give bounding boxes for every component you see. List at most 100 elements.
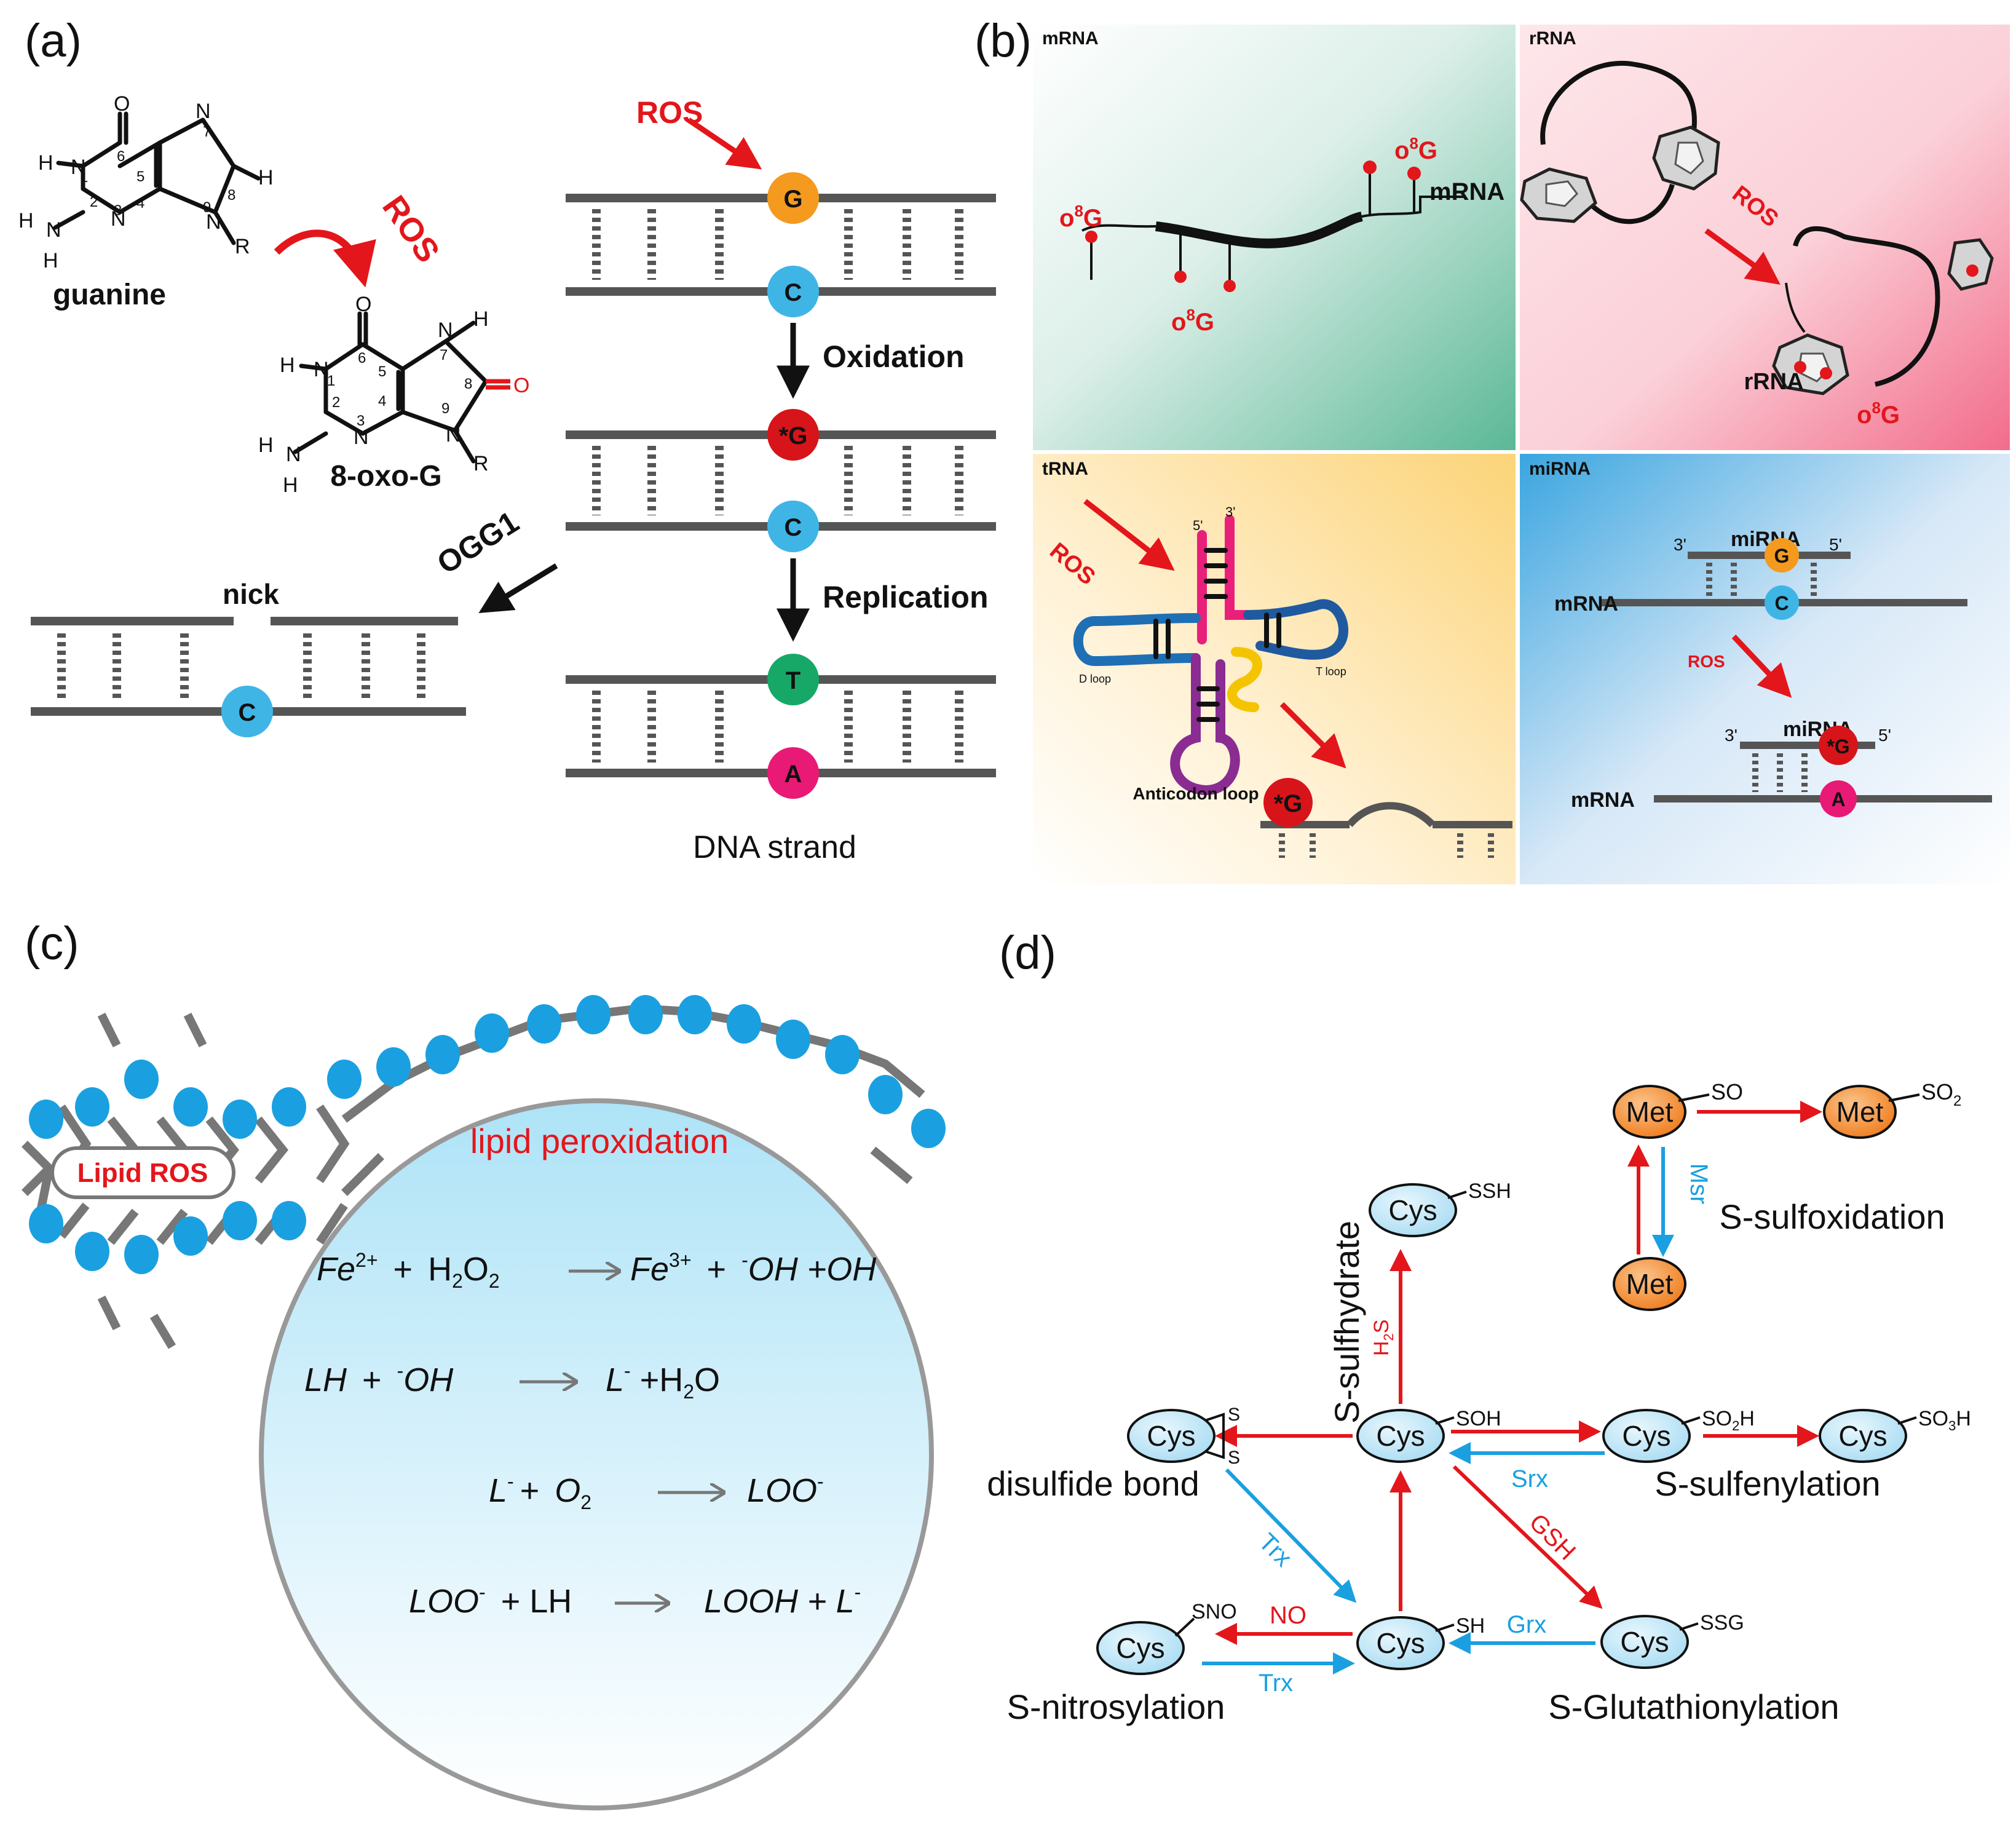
equation-2: LH+-OH L-+H2O	[304, 1360, 720, 1403]
atom-n: N	[446, 423, 461, 446]
cell-circle	[259, 1098, 934, 1810]
met-label: Met	[1626, 1268, 1674, 1300]
base-label: *G	[1827, 735, 1849, 758]
trx-arrow	[1225, 1468, 1357, 1603]
oxo-g-label: 8-oxo-G	[330, 460, 441, 493]
atom-h: H	[18, 209, 34, 232]
mrna-title: mRNA	[1042, 28, 1099, 49]
ring-number: 8	[227, 187, 235, 204]
atom-n: N	[196, 100, 211, 123]
mrna-label: mRNA	[1571, 788, 1635, 812]
d-loop-label: D loop	[1079, 673, 1111, 685]
base-label: A	[1831, 788, 1845, 810]
srx-label: Srx	[1511, 1465, 1548, 1492]
base-g	[1765, 538, 1799, 573]
cys-label: Cys	[1838, 1420, 1887, 1452]
base-label: G	[783, 186, 802, 213]
ring-number: 7	[203, 124, 211, 140]
svg-text:L-+H2O: L-+H2O	[606, 1360, 720, 1403]
base-label: C	[785, 514, 802, 541]
atom-h: H	[280, 354, 295, 377]
ring-number: 5	[378, 363, 386, 380]
cys-node	[1127, 1409, 1216, 1463]
nick-label: nick	[223, 578, 279, 610]
lipid-heads	[29, 995, 946, 1274]
panel-a: (a) O N H N N N	[18, 15, 996, 865]
rrna-strand	[1793, 226, 1940, 387]
gsh-arrow	[1452, 1465, 1603, 1609]
guanine-structure	[53, 111, 261, 245]
guanine-atoms: O N H N N N H R N H H 1 2 3 4 5 6 7 8 9	[18, 92, 274, 272]
panel-b: (b) mRNA o8G o8G o8G mRNA rRNA	[974, 15, 2010, 884]
five-prime: 5'	[1878, 726, 1891, 745]
lipid-ros-label: Lipid ROS	[77, 1158, 208, 1188]
ros-arrow-rrna	[1704, 228, 1781, 285]
atom-h: H	[473, 307, 489, 331]
ros-arrow-mirna	[1731, 634, 1792, 698]
panel-c: (c) Lipid ROS lipid peroxidation Fe2++H2…	[22, 918, 946, 1810]
ros-arrow-trna	[1083, 499, 1175, 571]
group-sno: SNO	[1192, 1600, 1237, 1623]
atom-h: H	[258, 166, 274, 189]
atom-h: H	[38, 151, 53, 175]
s-nitrosylation-label: S-nitrosylation	[1007, 1687, 1225, 1726]
ros-arrow-top	[687, 117, 762, 170]
s-sulfoxidation-label: S-sulfoxidation	[1719, 1197, 1945, 1236]
mrna-quadrant	[1033, 25, 1516, 450]
cys-node	[1819, 1409, 1907, 1463]
ogg1-label: OGG1	[431, 504, 524, 581]
ring-number: 1	[80, 169, 88, 186]
msr-label: Msr	[1685, 1163, 1712, 1205]
atom-n: N	[286, 443, 301, 466]
o8g-label: o8G	[1171, 306, 1214, 336]
lipid-peroxidation-title: lipid peroxidation	[470, 1122, 729, 1160]
replication-label: Replication	[823, 580, 988, 614]
atom-n: N	[438, 319, 453, 342]
cys-label: Cys	[1147, 1420, 1195, 1452]
ring-number: 7	[440, 347, 448, 363]
cys-label: Cys	[1622, 1420, 1670, 1452]
svg-text:L-+O2: L-+O2	[489, 1470, 591, 1513]
ros-curved-arrow	[274, 229, 376, 288]
disulfide-label: disulfide bond	[987, 1464, 1200, 1503]
cys-node	[1356, 1616, 1445, 1670]
ring-number: 6	[358, 350, 366, 367]
ribosome-icon	[1652, 125, 1720, 191]
trna-title: tRNA	[1042, 459, 1088, 479]
ring-number: 9	[441, 400, 449, 417]
base-label: G	[1774, 545, 1790, 567]
dna-normal: G C	[566, 172, 996, 317]
ring-number: 6	[117, 148, 125, 165]
svg-text:LOOH + L-: LOOH + L-	[704, 1581, 861, 1620]
base-oxo-g	[1819, 726, 1858, 765]
ring-number: 3	[114, 202, 122, 219]
atom-n: N	[111, 207, 126, 231]
trna-damaged-strand: *G	[1260, 778, 1512, 858]
base-c	[221, 686, 273, 737]
svg-text:LH+-OH: LH+-OH	[304, 1360, 454, 1398]
dna-mutated: T A	[566, 654, 996, 799]
atom-n: N	[314, 358, 329, 381]
ring-number: 4	[378, 393, 386, 410]
rrna-strand	[1540, 61, 1697, 148]
svg-text:Fe2++H2O2: Fe2++H2O2	[317, 1249, 500, 1292]
base-label: C	[239, 699, 256, 726]
cys-label: Cys	[1388, 1194, 1437, 1226]
o8g-label: o8G	[1394, 134, 1437, 164]
met-node	[1613, 1257, 1686, 1311]
trna-cloverleaf	[1073, 515, 1348, 796]
met-node	[1613, 1085, 1686, 1139]
equation-1: Fe2++H2O2 Fe3++-OH+OH	[317, 1249, 877, 1292]
no-label: NO	[1270, 1602, 1306, 1629]
panel-a-label: (a)	[25, 15, 82, 67]
base-label: C	[1774, 592, 1789, 614]
group-so2: SO2	[1921, 1079, 1961, 1109]
cys-node	[1356, 1409, 1445, 1463]
atom-r: R	[473, 452, 489, 475]
cys-node	[1369, 1183, 1457, 1237]
atom-n: N	[71, 156, 86, 179]
mrna-label: mRNA	[1554, 592, 1618, 616]
panel-c-label: (c)	[25, 918, 79, 970]
atom-n: N	[46, 218, 61, 242]
base-a	[767, 747, 819, 799]
